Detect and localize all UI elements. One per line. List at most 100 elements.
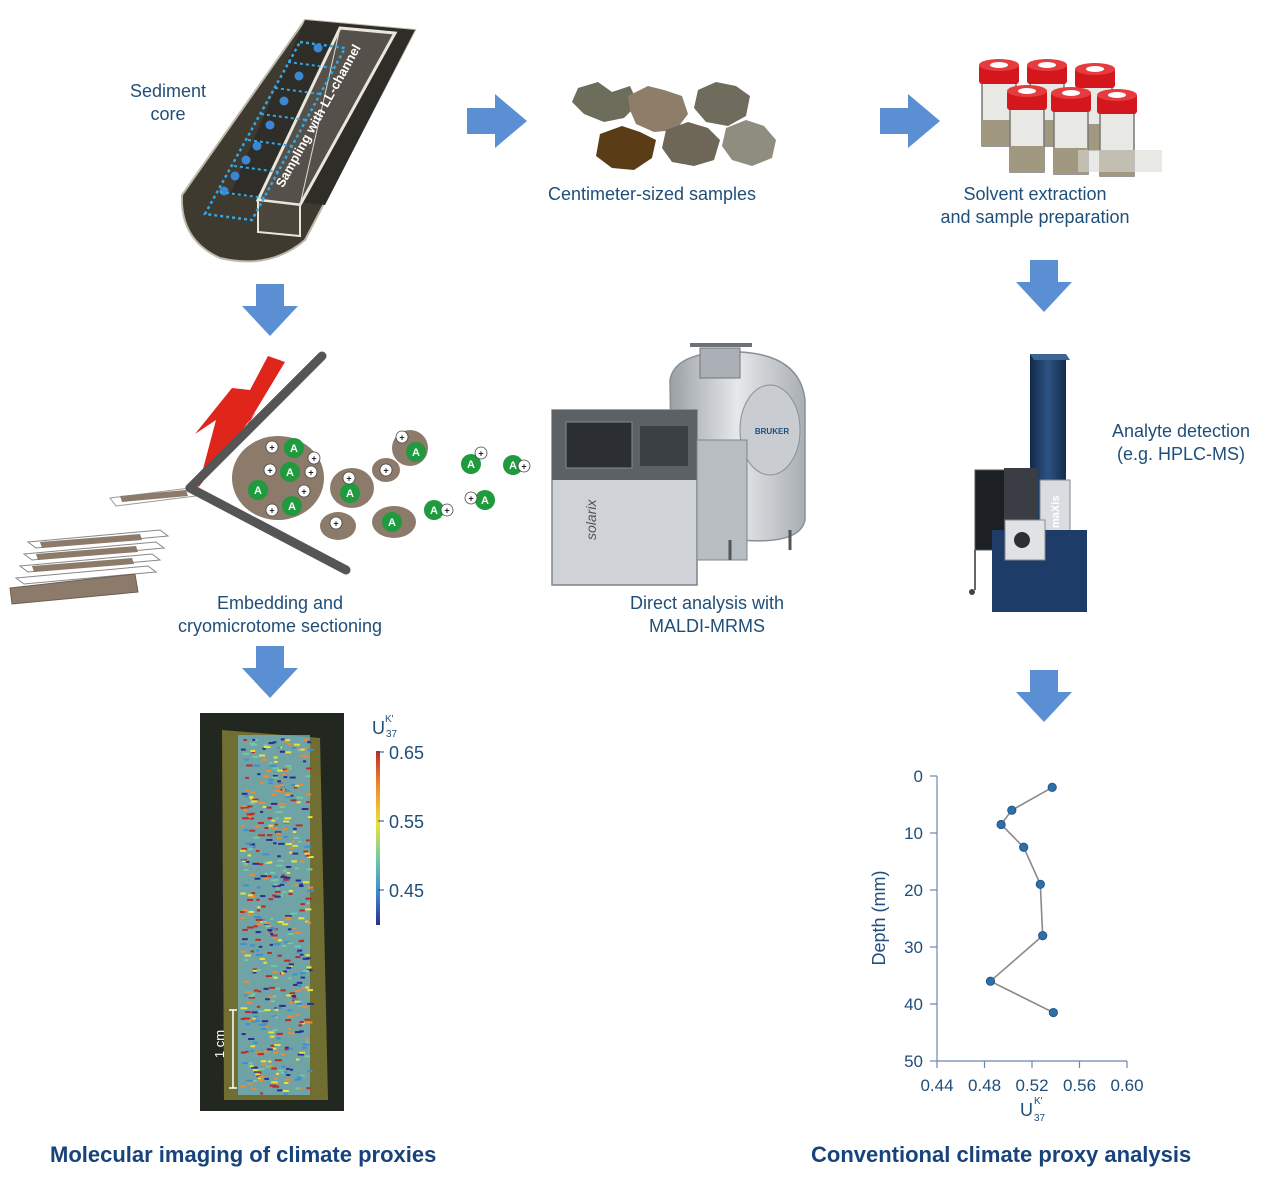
- speckle: [266, 861, 271, 864]
- speckle: [251, 1020, 257, 1023]
- speckle: [300, 976, 305, 979]
- speckle: [280, 989, 286, 992]
- speckle: [264, 826, 269, 829]
- speckle: [249, 812, 255, 815]
- speckle: [252, 1041, 258, 1044]
- speckle: [292, 927, 297, 930]
- speckle: [284, 918, 292, 921]
- speckle: [299, 953, 304, 956]
- speckle: [285, 765, 292, 768]
- speckle: [266, 1048, 273, 1051]
- speckle: [306, 966, 312, 969]
- speckle: [246, 764, 253, 767]
- speckle: [264, 1077, 269, 1080]
- speckle: [246, 1079, 253, 1082]
- speckle: [298, 940, 303, 943]
- speckle: [276, 1032, 283, 1035]
- speckle: [265, 926, 272, 929]
- ion-charge: [263, 463, 277, 477]
- speckle: [269, 1035, 275, 1038]
- speckle: [247, 854, 252, 857]
- speckle: [240, 1007, 248, 1010]
- speckle: [272, 970, 278, 973]
- y-axis-label: Depth (mm): [869, 870, 889, 965]
- speckle: [292, 973, 298, 976]
- speckle: [262, 919, 266, 922]
- speckle: [286, 966, 292, 969]
- speckle: [267, 951, 272, 954]
- colorbar-tick-1: 0.55: [389, 812, 424, 832]
- speckle: [270, 879, 277, 882]
- speckle: [269, 976, 277, 979]
- speckle: [265, 998, 270, 1001]
- speckle: [279, 805, 286, 808]
- speckle: [256, 1005, 261, 1008]
- speckle: [305, 775, 311, 778]
- speckle: [271, 793, 277, 796]
- speckle: [267, 1060, 272, 1063]
- data-point: [1019, 842, 1029, 852]
- speckle: [272, 776, 279, 779]
- speckle: [262, 922, 270, 925]
- arrow-to-embedding: [242, 284, 298, 336]
- speckle: [248, 1062, 253, 1065]
- speckle: [246, 1001, 253, 1004]
- speckle: [295, 824, 303, 827]
- speckle: [270, 1044, 276, 1047]
- speckle: [300, 754, 306, 757]
- speckle: [255, 1019, 260, 1022]
- colorbar-label-sub: 37: [386, 729, 398, 740]
- speckle: [300, 1074, 305, 1077]
- speckle: [269, 761, 273, 764]
- speckle: [297, 949, 303, 952]
- speckle: [293, 743, 301, 746]
- speckle: [252, 798, 259, 801]
- speckle: [301, 987, 308, 990]
- colorbar-gradient: [376, 751, 380, 925]
- speckle: [262, 805, 267, 808]
- solvent-vials: [979, 58, 1162, 177]
- ion-charge: [304, 465, 318, 479]
- speckle: [281, 944, 287, 947]
- speckle: [270, 802, 278, 805]
- speckle: [252, 836, 260, 839]
- speckle: [240, 950, 246, 953]
- ion-charge-label: +: [399, 433, 404, 443]
- speckle: [275, 887, 280, 890]
- speckle: [305, 908, 312, 911]
- speckle: [250, 1065, 254, 1068]
- speckle: [252, 845, 256, 848]
- ion-charge-label: +: [521, 462, 526, 472]
- speckle: [299, 972, 306, 975]
- speckle: [245, 1011, 251, 1014]
- ion-charge-label: +: [383, 466, 388, 476]
- speckle: [288, 893, 293, 896]
- analyte-molecule-label: A: [290, 443, 298, 455]
- speckle: [272, 767, 280, 770]
- speckle: [296, 1001, 302, 1004]
- speckle: [273, 976, 278, 979]
- speckle: [274, 1077, 278, 1080]
- speckle: [278, 803, 285, 806]
- speckle: [285, 843, 293, 846]
- speckle: [262, 905, 266, 908]
- speckle: [252, 1017, 256, 1020]
- speckle: [283, 776, 288, 779]
- speckle: [287, 743, 292, 746]
- speckle: [304, 845, 312, 848]
- speckle: [261, 758, 268, 761]
- hplc-ms-instrument: maXis: [969, 354, 1087, 612]
- speckle: [275, 1072, 280, 1075]
- analyte-molecule-label: A: [346, 488, 354, 500]
- embedding-label: Embedding and cryomicrotome sectioning: [150, 592, 410, 638]
- speckle: [265, 975, 273, 978]
- speckle: [306, 886, 314, 889]
- ion-charge: [329, 516, 343, 530]
- speckle: [254, 877, 261, 880]
- speckle: [285, 915, 292, 918]
- speckle: [244, 758, 249, 761]
- speckle: [284, 876, 291, 879]
- speckle: [258, 1068, 265, 1071]
- scale-bar-label: 1 cm: [212, 1030, 227, 1058]
